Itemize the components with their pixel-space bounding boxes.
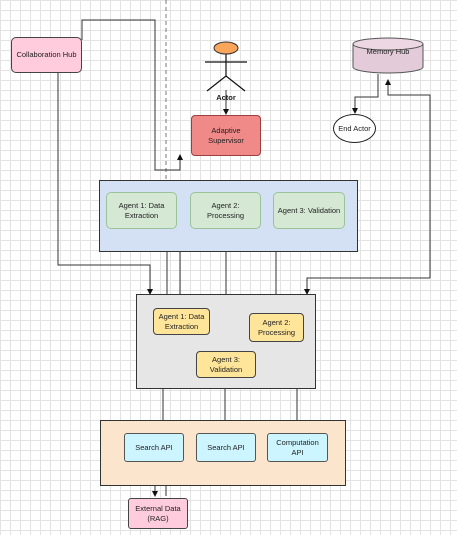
search-api-2-node[interactable]: Search API — [196, 433, 256, 462]
actor-label: Actor — [216, 93, 236, 103]
memory-hub-label[interactable]: Memory Hub — [366, 47, 410, 57]
actor-head — [213, 41, 239, 55]
connector-loop-midcontainer — [304, 277, 430, 295]
connector-memory-loop — [385, 79, 431, 278]
connector-memory-endactor — [352, 74, 379, 114]
computation-api-node[interactable]: Computation API — [267, 433, 328, 462]
actor-figure — [205, 41, 247, 92]
external-data-node[interactable]: External Data (RAG) — [128, 498, 188, 529]
top-agent-1-node[interactable]: Agent 1: Data Extraction — [106, 192, 177, 229]
mid-agent-1-node[interactable]: Agent 1: Data Extraction — [153, 308, 210, 335]
mid-agent-3-node[interactable]: Agent 3: Validation — [196, 351, 256, 378]
connector-hub-supervisor — [81, 19, 183, 171]
memory-hub-cylinder — [352, 37, 424, 74]
top-agent-3-node[interactable]: Agent 3: Validation — [273, 192, 345, 229]
end-actor-node[interactable]: End Actor — [333, 114, 376, 143]
connector-hub-midcontainer — [57, 73, 153, 295]
adaptive-supervisor-node[interactable]: Adaptive Supervisor — [191, 115, 261, 156]
collaboration-hub-node[interactable]: Collaboration Hub — [11, 37, 82, 73]
top-agent-2-node[interactable]: Agent 2: Processing — [190, 192, 261, 229]
search-api-1-node[interactable]: Search API — [124, 433, 184, 462]
actor-left-leg — [206, 75, 227, 92]
mid-agent-2-node[interactable]: Agent 2: Processing — [249, 313, 304, 342]
actor-right-leg — [225, 75, 246, 92]
